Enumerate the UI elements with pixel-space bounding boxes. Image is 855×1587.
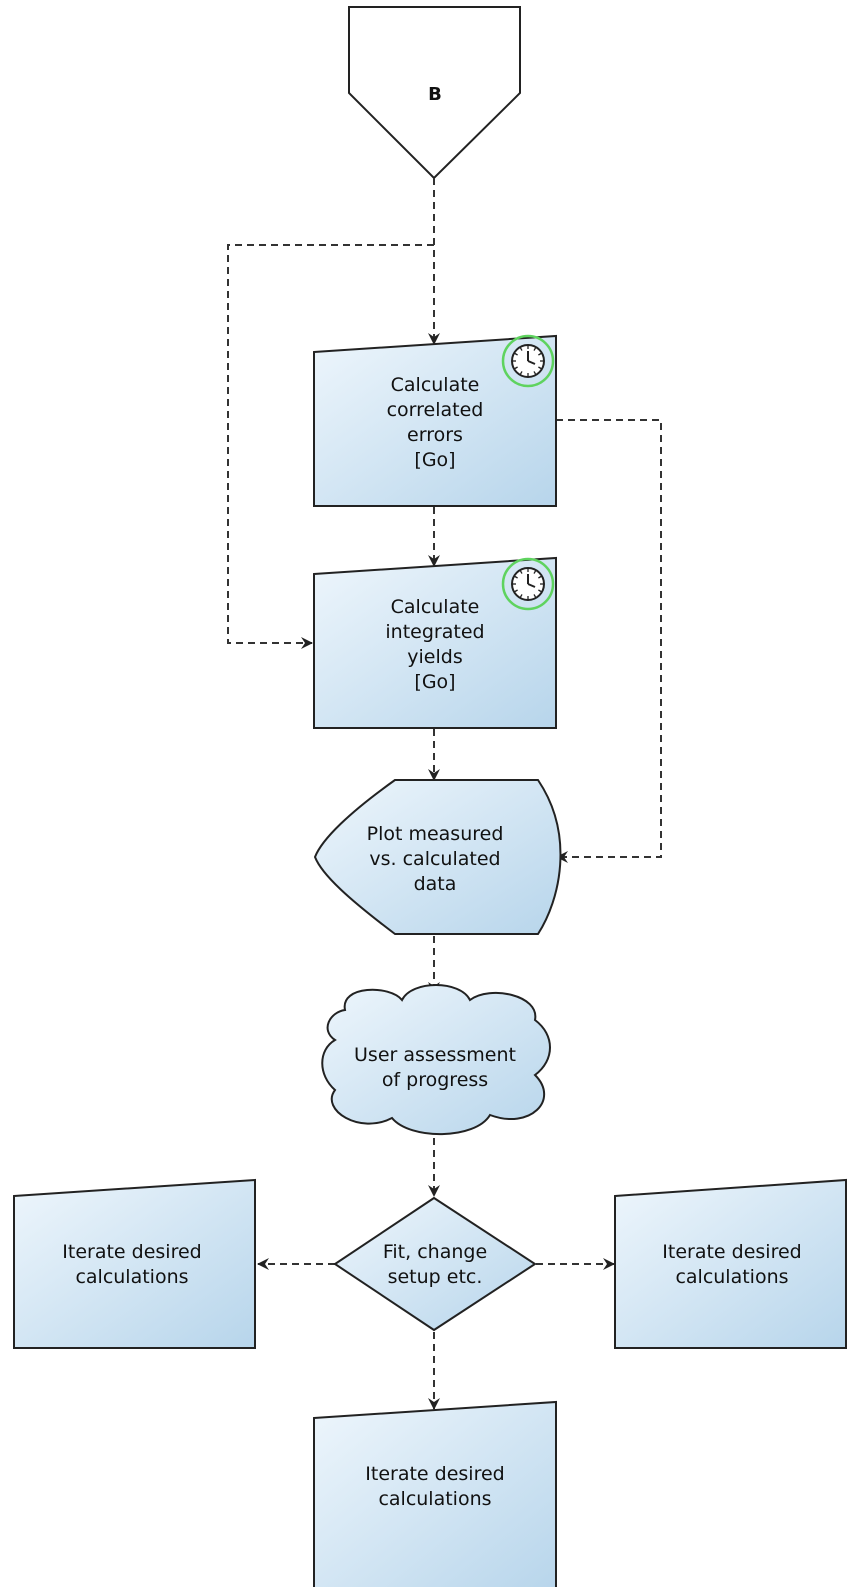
node-line: Iterate desired: [662, 1241, 801, 1263]
node-line: Calculate: [391, 374, 480, 396]
node-line: Plot measured: [367, 823, 504, 845]
node-line: calculations: [378, 1488, 491, 1510]
node-line: [Go]: [414, 671, 455, 693]
node-iterate-left: Iterate desired calculations: [13, 1178, 256, 1349]
clock-icon: [501, 334, 555, 388]
node-line: yields: [407, 646, 462, 668]
node-line: data: [414, 873, 457, 895]
node-line: Iterate desired: [62, 1241, 201, 1263]
node-line: errors: [407, 424, 463, 446]
node-line: integrated: [385, 621, 484, 643]
node-decision: Fit, change setup etc.: [333, 1196, 537, 1332]
connector-b-label: B: [428, 84, 442, 105]
node-line: Fit, change: [383, 1241, 487, 1263]
node-calculate-correlated-errors: Calculate correlated errors [Go]: [313, 334, 557, 507]
node-iterate-bottom: Iterate desired calculations: [313, 1400, 557, 1587]
node-line: Calculate: [391, 596, 480, 618]
node-line: correlated: [387, 399, 484, 421]
node-line: calculations: [75, 1266, 188, 1288]
node-calculate-integrated-yields: Calculate integrated yields [Go]: [313, 556, 557, 729]
node-line: vs. calculated: [369, 848, 500, 870]
edges: [227, 178, 662, 1410]
edge-b-to-integrated-yields: [227, 244, 434, 649]
clock-icon: [501, 557, 555, 611]
node-line: Iterate desired: [365, 1463, 504, 1485]
node-line: calculations: [675, 1266, 788, 1288]
node-user-assessment: User assessment of progress: [321, 984, 551, 1136]
node-line: [Go]: [414, 449, 455, 471]
edge-correlated-to-plot: [556, 419, 662, 863]
node-line: of progress: [382, 1069, 488, 1091]
node-line: setup etc.: [388, 1266, 483, 1288]
node-line: User assessment: [354, 1044, 516, 1066]
node-iterate-right: Iterate desired calculations: [614, 1178, 847, 1349]
connector-b: B: [348, 6, 521, 180]
node-plot-measured-data: Plot measured vs. calculated data: [313, 779, 562, 935]
